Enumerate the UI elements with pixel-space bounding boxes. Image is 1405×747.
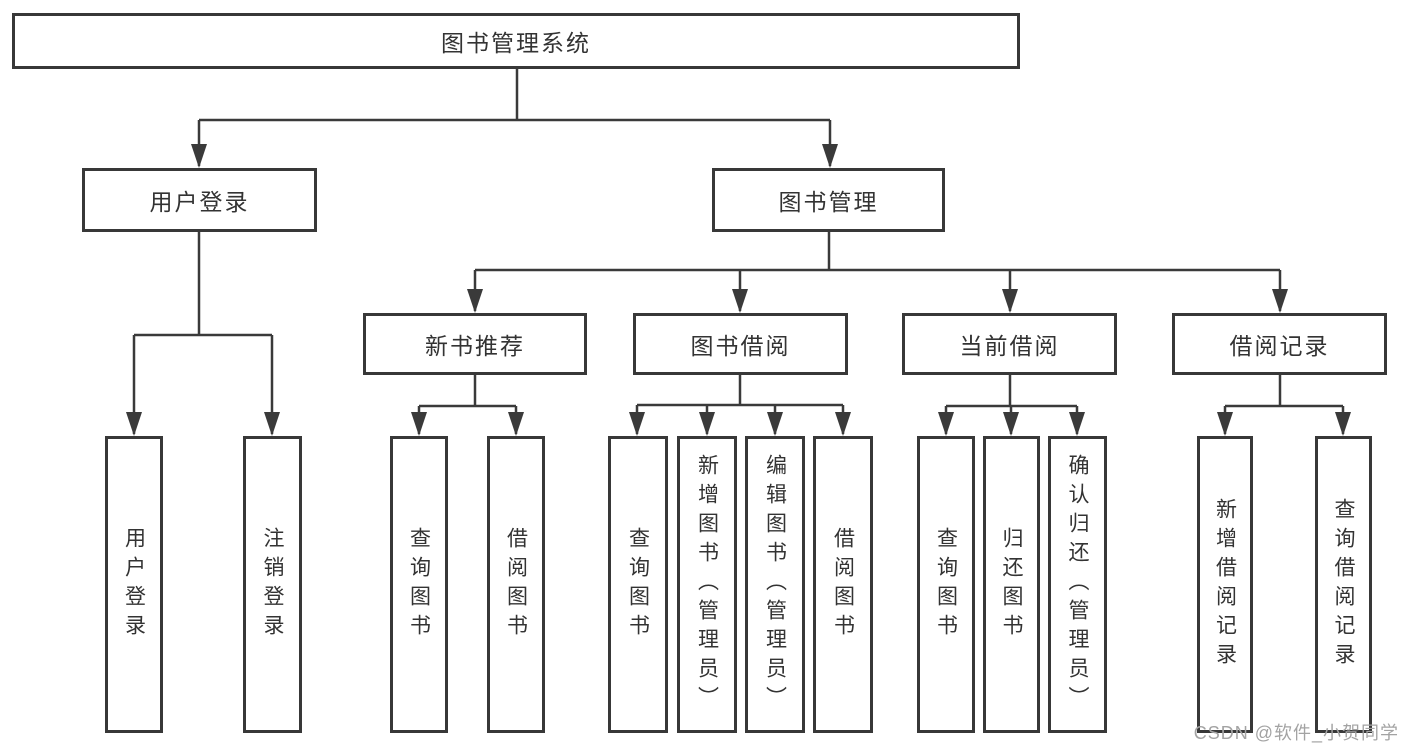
leaf-user-login: 用户登录 <box>105 436 163 733</box>
node-borrow-records: 借阅记录 <box>1172 313 1387 375</box>
node-new-book-recommend: 新书推荐 <box>363 313 587 375</box>
node-label: 新增借阅记录 <box>1213 497 1237 672</box>
leaf-return-books: 归还图书 <box>983 436 1040 733</box>
node-label: 借阅图书 <box>831 526 855 643</box>
leaf-query-books-borrow: 查询图书 <box>608 436 668 733</box>
node-label: 借阅图书 <box>504 526 528 643</box>
node-label: 借阅记录 <box>1229 333 1330 359</box>
node-label: 查询图书 <box>407 526 431 643</box>
leaf-add-books-admin: 新增图书（管理员） <box>677 436 737 733</box>
node-label: 查询借阅记录 <box>1332 497 1355 672</box>
leaf-borrow-books: 借阅图书 <box>813 436 873 733</box>
node-label: 查询图书 <box>626 526 650 643</box>
watermark: CSDN @软件_小贺同学 <box>1193 723 1399 743</box>
node-label: 注销登录 <box>261 526 284 643</box>
node-label: 新书推荐 <box>425 333 525 359</box>
node-label: 图书管理 <box>778 189 879 215</box>
leaf-edit-books-admin: 编辑图书（管理员） <box>745 436 805 733</box>
node-label: 编辑图书（管理员） <box>763 454 787 715</box>
leaf-logout: 注销登录 <box>243 436 302 733</box>
node-label: 当前借阅 <box>959 333 1060 359</box>
leaf-add-borrow-record: 新增借阅记录 <box>1197 436 1253 733</box>
node-label: 确认归还（管理员） <box>1066 454 1089 715</box>
leaf-borrow-books-recommend: 借阅图书 <box>487 436 545 733</box>
node-label: 用户登录 <box>149 189 250 215</box>
node-label: 新增图书（管理员） <box>695 454 719 715</box>
leaf-query-borrow-record: 查询借阅记录 <box>1315 436 1372 733</box>
node-label: 归还图书 <box>1000 526 1023 643</box>
node-root: 图书管理系统 <box>12 13 1020 69</box>
node-label: 用户登录 <box>122 526 146 643</box>
node-user-login-module: 用户登录 <box>82 168 317 232</box>
leaf-query-books-current: 查询图书 <box>917 436 975 733</box>
node-label: 图书借阅 <box>690 333 791 359</box>
node-book-borrow: 图书借阅 <box>633 313 848 375</box>
node-current-borrow: 当前借阅 <box>902 313 1117 375</box>
node-book-management-module: 图书管理 <box>712 168 945 232</box>
node-label: 查询图书 <box>934 526 958 643</box>
leaf-confirm-return-admin: 确认归还（管理员） <box>1048 436 1107 733</box>
leaf-query-books-recommend: 查询图书 <box>390 436 448 733</box>
node-label: 图书管理系统 <box>441 30 591 56</box>
